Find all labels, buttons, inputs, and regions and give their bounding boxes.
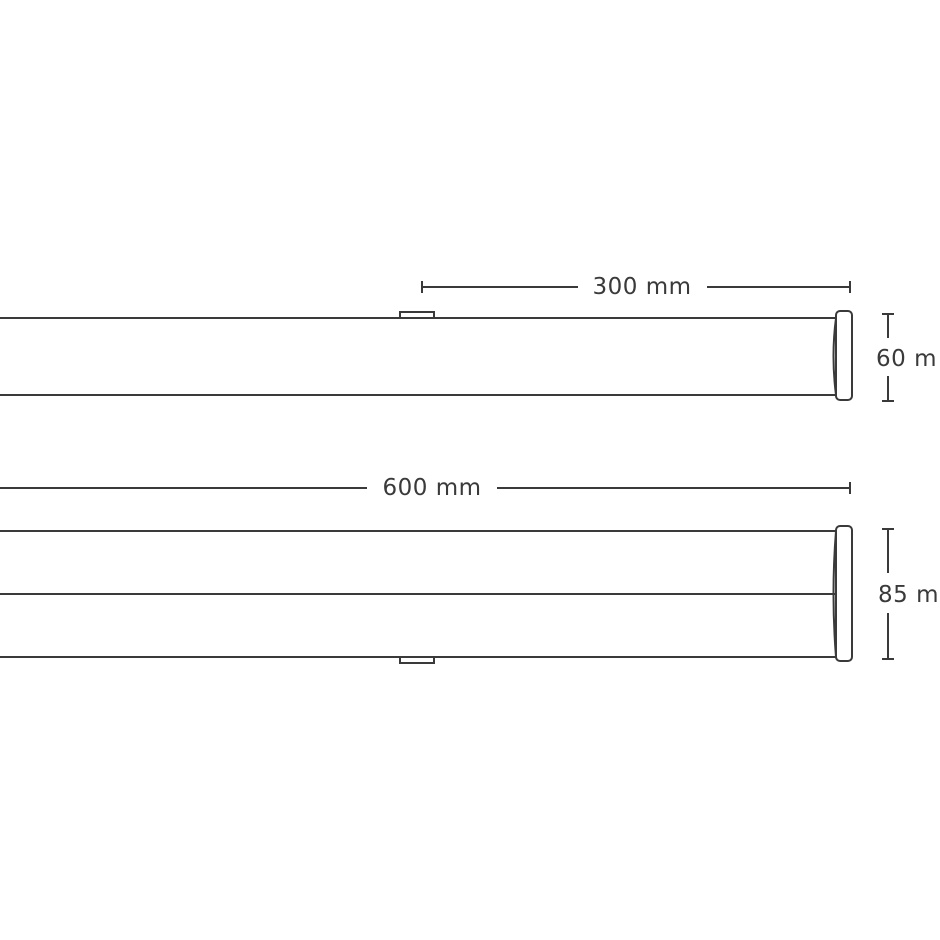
dimension-label-60: 60 m (876, 346, 937, 372)
top-view: 300 mm 60 m (0, 274, 937, 402)
dimension-300-mm: 300 mm (421, 274, 851, 300)
dimension-85-mm: 85 m (878, 528, 939, 660)
dimension-60-mm: 60 m (876, 313, 937, 402)
dimension-label-85: 85 m (878, 582, 939, 608)
end-cap-outer (835, 525, 853, 662)
mounting-clip-top (399, 311, 435, 318)
mounting-clip-bottom (399, 657, 435, 664)
dimension-600-mm: 600 mm (0, 475, 851, 501)
end-cap-side-view (832, 525, 853, 662)
end-cap-top-view (832, 310, 853, 401)
side-view: 600 mm 85 m (0, 475, 939, 664)
dimension-label-300: 300 mm (592, 274, 691, 300)
end-cap-outer (835, 310, 853, 401)
dimension-label-600: 600 mm (382, 475, 481, 501)
